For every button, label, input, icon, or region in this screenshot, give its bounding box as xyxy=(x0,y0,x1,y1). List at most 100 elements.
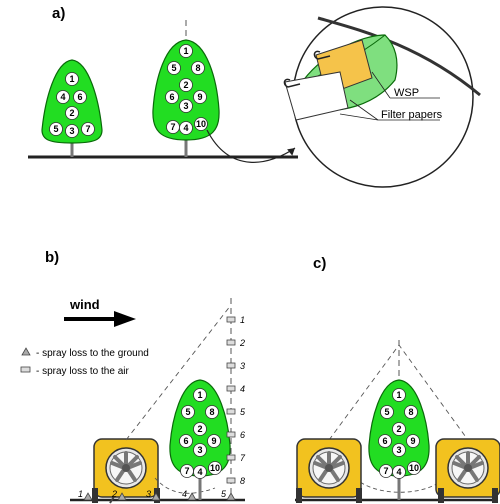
svg-text:2: 2 xyxy=(183,80,188,90)
position-badge: 7 xyxy=(81,122,95,136)
position-badge: 9 xyxy=(406,434,420,448)
air-collector-index: 4 xyxy=(240,384,245,394)
svg-text:2: 2 xyxy=(69,108,74,118)
air-collector xyxy=(226,477,236,484)
ground-collector xyxy=(187,492,197,501)
position-badge: 3 xyxy=(65,124,79,138)
svg-text:5: 5 xyxy=(384,407,389,417)
position-badge: 2 xyxy=(193,422,207,436)
position-badge: 4 xyxy=(179,121,193,135)
air-collector xyxy=(226,316,236,323)
position-badge: 5 xyxy=(167,61,181,75)
position-badge: 4 xyxy=(193,465,207,479)
air-collector-index: 2 xyxy=(239,338,245,348)
svg-text:3: 3 xyxy=(183,101,188,111)
position-badge: 3 xyxy=(179,99,193,113)
svg-text:9: 9 xyxy=(211,436,216,446)
svg-text:2: 2 xyxy=(396,424,401,434)
ground-collector-index: 2 xyxy=(111,489,117,499)
svg-text:6: 6 xyxy=(77,92,82,102)
air-collector xyxy=(226,385,236,392)
position-badge: 2 xyxy=(179,78,193,92)
svg-text:10: 10 xyxy=(409,463,419,473)
position-badge: 2 xyxy=(65,106,79,120)
position-badge: 6 xyxy=(179,434,193,448)
legend-air-text: - spray loss to the air xyxy=(36,366,129,377)
svg-text:8: 8 xyxy=(209,407,214,417)
sprayer-c-left xyxy=(296,438,362,503)
svg-text:4: 4 xyxy=(197,467,202,477)
svg-text:6: 6 xyxy=(382,436,387,446)
position-badge: 9 xyxy=(193,90,207,104)
position-badge: 10 xyxy=(407,461,421,475)
air-collector xyxy=(226,454,236,461)
panel-b-label: b) xyxy=(45,249,59,266)
svg-text:2: 2 xyxy=(197,424,202,434)
ground-collectors: 1 2 3 4 5 xyxy=(78,489,236,501)
ground-collector-index: 3 xyxy=(146,489,151,499)
position-badge: 6 xyxy=(73,90,87,104)
position-badge: 7 xyxy=(166,120,180,134)
filter-papers-label: Filter papers xyxy=(381,109,443,121)
svg-text:9: 9 xyxy=(197,92,202,102)
svg-text:5: 5 xyxy=(171,63,176,73)
position-badge: 3 xyxy=(193,443,207,457)
air-collector-index: 5 xyxy=(240,407,246,417)
ground-collector-icon xyxy=(21,347,31,356)
svg-text:7: 7 xyxy=(170,122,175,132)
ground-collector-index: 1 xyxy=(78,489,83,499)
air-collector-icon xyxy=(20,366,31,373)
svg-text:1: 1 xyxy=(396,390,401,400)
ground-collector-index: 5 xyxy=(221,489,227,499)
position-badge: 1 xyxy=(392,388,406,402)
svg-text:10: 10 xyxy=(196,119,206,129)
svg-text:1: 1 xyxy=(69,74,74,84)
svg-text:1: 1 xyxy=(197,390,202,400)
position-badge: 6 xyxy=(165,90,179,104)
wind-label: wind xyxy=(69,297,100,312)
position-badge: 8 xyxy=(404,405,418,419)
svg-text:3: 3 xyxy=(396,445,401,455)
callout-arrow xyxy=(206,129,296,163)
position-badge: 6 xyxy=(378,434,392,448)
clip-icon xyxy=(283,78,301,88)
svg-text:7: 7 xyxy=(383,466,388,476)
clip-icon xyxy=(313,50,331,60)
ground-collector xyxy=(226,492,236,501)
ground-collector-index: 4 xyxy=(182,489,187,499)
position-badge: 10 xyxy=(194,117,208,131)
svg-text:5: 5 xyxy=(185,407,190,417)
position-badge: 1 xyxy=(193,388,207,402)
position-badge: 5 xyxy=(181,405,195,419)
position-badge: 4 xyxy=(56,90,70,104)
air-collector xyxy=(226,362,236,369)
svg-text:3: 3 xyxy=(197,445,202,455)
svg-text:4: 4 xyxy=(396,467,401,477)
svg-text:1: 1 xyxy=(183,46,188,56)
svg-text:3: 3 xyxy=(69,126,74,136)
svg-text:6: 6 xyxy=(169,92,174,102)
wsp-label: WSP xyxy=(394,87,419,99)
air-collector-index: 7 xyxy=(240,453,246,463)
position-badge: 3 xyxy=(392,443,406,457)
position-badge: 5 xyxy=(380,405,394,419)
position-badge: 4 xyxy=(392,465,406,479)
ground-collector xyxy=(151,492,161,501)
air-collector xyxy=(226,408,236,415)
svg-text:6: 6 xyxy=(183,436,188,446)
air-collector-index: 8 xyxy=(240,476,245,486)
magnified-leaf-callout xyxy=(283,6,481,188)
svg-text:7: 7 xyxy=(85,124,90,134)
air-collector xyxy=(226,339,236,346)
air-collector-index: 3 xyxy=(240,361,245,371)
svg-text:10: 10 xyxy=(210,463,220,473)
ground-collector xyxy=(117,492,127,501)
position-badge: 10 xyxy=(208,461,222,475)
position-badge: 7 xyxy=(379,464,393,478)
position-badge: 7 xyxy=(180,464,194,478)
